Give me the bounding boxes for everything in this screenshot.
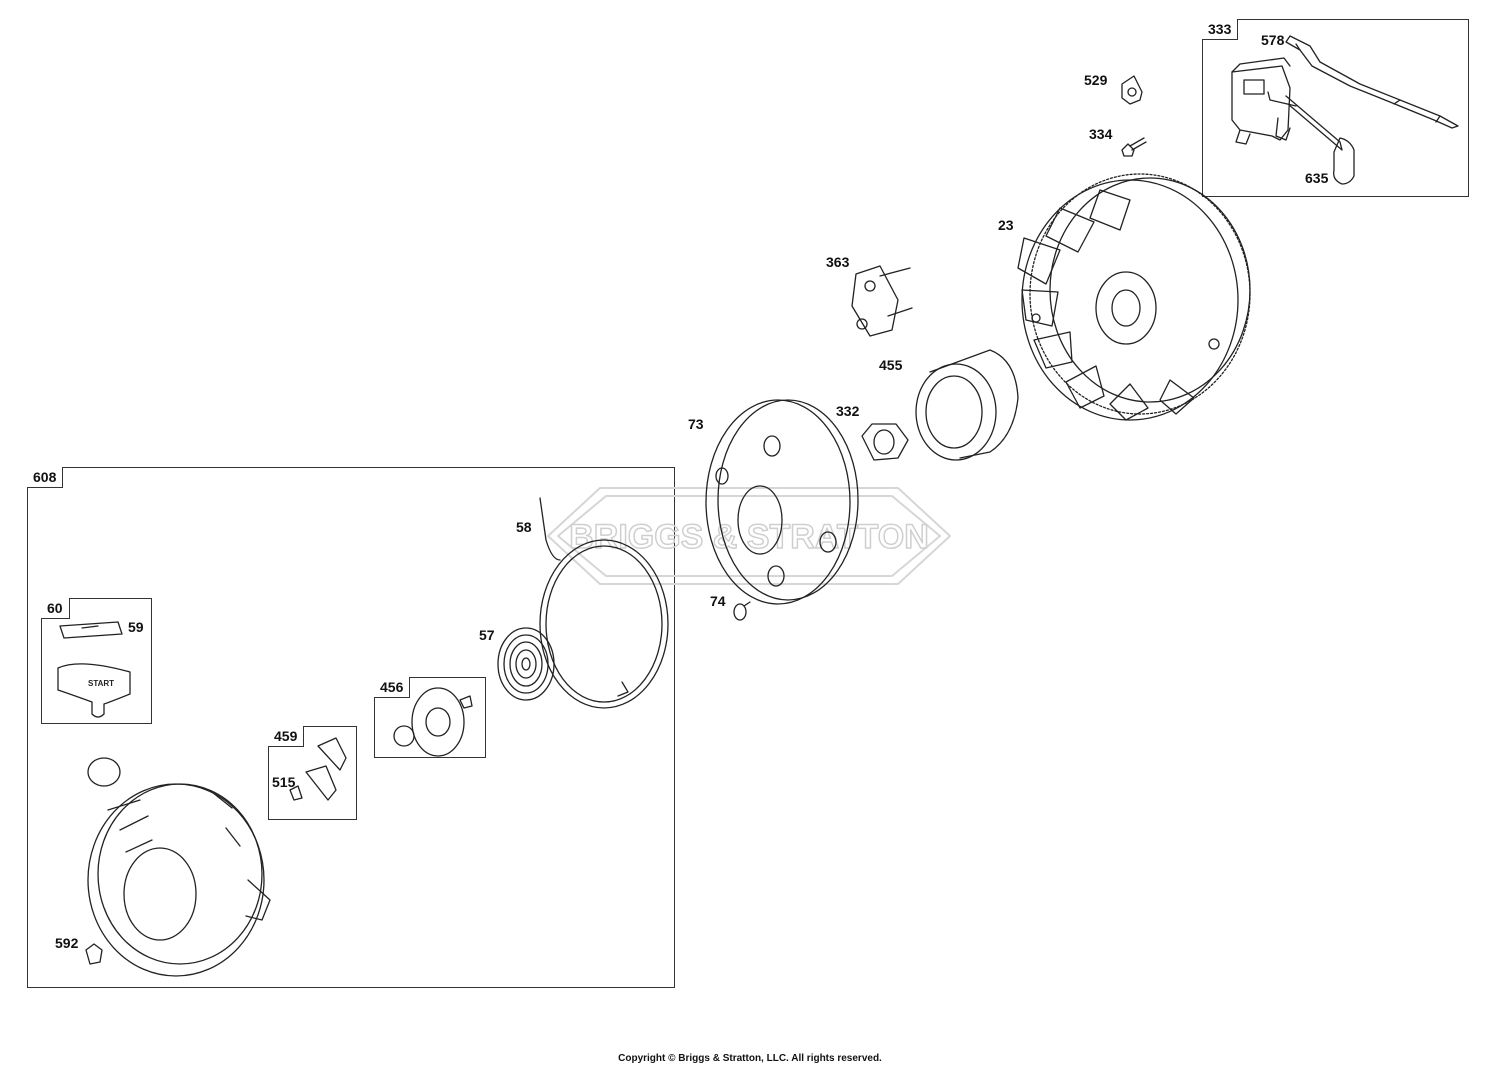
label-332[interactable]: 332 — [836, 403, 860, 419]
wire-harness-part-578[interactable] — [1286, 36, 1458, 128]
screw-part-74[interactable] — [734, 602, 750, 620]
rotating-screen-part-73[interactable] — [706, 400, 858, 604]
label-59[interactable]: 59 — [128, 619, 144, 635]
pawl-part-459[interactable] — [306, 738, 346, 800]
kit-box-608: 608 — [27, 467, 675, 988]
kit-label-459[interactable]: 459 — [268, 726, 305, 747]
label-57[interactable]: 57 — [479, 627, 495, 643]
label-529[interactable]: 529 — [1084, 72, 1108, 88]
starter-cup-part-455[interactable] — [916, 350, 1018, 460]
kit-label-333[interactable]: 333 — [1202, 19, 1239, 40]
copyright-notice: Copyright © Briggs & Stratton, LLC. All … — [618, 1053, 882, 1064]
kit-label-60[interactable]: 60 — [41, 598, 70, 619]
starter-handle-part-60[interactable]: START — [58, 664, 130, 717]
label-578[interactable]: 578 — [1261, 32, 1285, 48]
kit-label-456[interactable]: 456 — [374, 677, 411, 698]
label-635[interactable]: 635 — [1305, 170, 1329, 186]
flywheel-part-23[interactable] — [1018, 174, 1250, 420]
watermark-logo: BRIGGS & STRATTON — [548, 488, 950, 584]
handle-start-text: START — [88, 679, 114, 688]
kit-box-456: 456 — [374, 677, 486, 758]
label-23[interactable]: 23 — [998, 217, 1014, 233]
label-363[interactable]: 363 — [826, 254, 850, 270]
flywheel-nut-part-332[interactable] — [862, 424, 908, 460]
recoil-spring-part-57[interactable] — [498, 628, 554, 700]
label-592[interactable]: 592 — [55, 935, 79, 951]
bracket-part-363[interactable] — [852, 266, 912, 336]
label-515[interactable]: 515 — [272, 774, 296, 790]
kit-box-333: 333 — [1202, 19, 1469, 197]
label-73[interactable]: 73 — [688, 416, 704, 432]
label-58[interactable]: 58 — [516, 519, 532, 535]
clip-part-529[interactable] — [1122, 76, 1142, 104]
pulley-part-456[interactable] — [394, 688, 472, 756]
starter-housing[interactable] — [88, 758, 270, 976]
kit-label-608[interactable]: 608 — [27, 467, 64, 488]
label-334[interactable]: 334 — [1089, 126, 1113, 142]
kit-box-60: 60 — [41, 598, 152, 724]
kit-box-459: 459 — [268, 726, 357, 820]
pawl-spring-part-515[interactable] — [290, 786, 302, 800]
label-74[interactable]: 74 — [710, 593, 726, 609]
handle-insert-part-59[interactable] — [60, 622, 122, 638]
label-455[interactable]: 455 — [879, 357, 903, 373]
starter-rope-part-58[interactable] — [540, 498, 668, 708]
screw-part-334[interactable] — [1122, 138, 1146, 156]
ignition-coil-part-635[interactable] — [1232, 58, 1354, 184]
nut-part-592[interactable] — [86, 944, 102, 964]
